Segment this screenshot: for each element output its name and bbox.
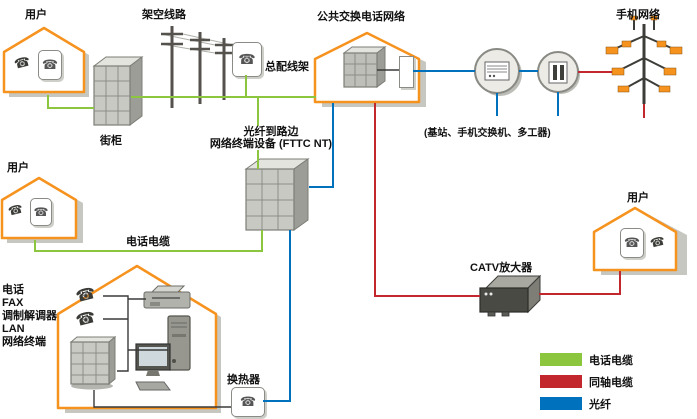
label-fttc-line1: 光纤到路边 xyxy=(243,126,299,138)
switch-rack-icon xyxy=(341,44,389,90)
legend-swatch-coax-cable xyxy=(540,375,582,388)
label-mdf: 总配线架 xyxy=(265,61,309,73)
label-fttc: 光纤到路边 网络终端设备 (FTTC NT) xyxy=(196,126,346,150)
label-user2: 用户 xyxy=(7,162,29,174)
label-home-equipment: 电话 FAX 调制解调器 LAN 网络终端 xyxy=(2,284,57,349)
multiplexer-circle-icon xyxy=(537,51,581,95)
pc-tower-icon xyxy=(166,314,192,372)
label-user1: 用户 xyxy=(25,9,47,21)
fttc-cabinet-icon xyxy=(241,156,311,234)
label-street-cabinet: 街柜 xyxy=(100,135,122,147)
cell-tower-icon xyxy=(596,14,692,110)
catv-amplifier-icon xyxy=(478,272,542,318)
label-phone-cable: 电话电缆 xyxy=(126,236,170,248)
legend-swatch-telephone-cable xyxy=(540,353,582,366)
fax-printer-icon xyxy=(142,284,194,310)
label-overhead-lines: 架空线路 xyxy=(142,9,186,21)
monitor-icon xyxy=(134,342,174,392)
house-user1-icon: ☎ ☎ xyxy=(2,24,90,98)
label-pstn: 公共交换电话网络 xyxy=(317,11,405,23)
label-home-modem: 调制解调器 xyxy=(2,310,57,322)
label-mobile-network: 手机网络 xyxy=(616,9,660,21)
label-home-phone: 电话 xyxy=(2,284,24,296)
label-home-fax: FAX xyxy=(2,297,24,309)
terminal-rack-icon xyxy=(68,334,116,390)
legend-label-fiber: 光纤 xyxy=(589,399,611,411)
wall-socket-icon: ☎ xyxy=(30,198,52,226)
legend-swatch-fiber xyxy=(540,397,582,410)
desk-phone-icon: ☎ xyxy=(6,201,25,219)
desk-phone-icon: ☎ xyxy=(12,53,32,72)
wall-socket-icon: ☎ xyxy=(620,228,644,258)
pstn-building-icon xyxy=(313,29,427,108)
pole-socket-icon: ☎ xyxy=(232,42,262,77)
label-mobile-group: (基站、手机交换机、多工器) xyxy=(424,128,551,139)
converter-socket-icon: ☎ xyxy=(231,387,265,417)
house-user3-icon: ☎ ☎ xyxy=(592,204,688,276)
desk-phone-icon: ☎ xyxy=(648,233,667,251)
legend-label-coax-cable: 同轴电缆 xyxy=(589,377,633,389)
home-building-icon: ☎ ☎ xyxy=(56,260,222,414)
label-user3: 用户 xyxy=(627,192,649,204)
wall-socket-icon: ☎ xyxy=(38,50,62,80)
base-station-circle-icon xyxy=(473,47,523,97)
street-cabinet-icon xyxy=(90,54,144,130)
label-fttc-line2: 网络终端设备 (FTTC NT) xyxy=(209,138,333,150)
label-catv-amp: CATV放大器 xyxy=(470,262,533,274)
wire-fttc-converter-fiber xyxy=(263,230,291,402)
utility-poles-icon xyxy=(158,20,238,116)
label-home-terminal: 网络终端 xyxy=(2,336,46,348)
mdf-icon xyxy=(399,56,414,88)
legend-label-telephone-cable: 电话电缆 xyxy=(589,355,633,367)
label-converter: 换热器 xyxy=(227,374,260,386)
house-user2-icon: ☎ ☎ xyxy=(0,174,84,244)
label-home-lan: LAN xyxy=(2,323,25,335)
